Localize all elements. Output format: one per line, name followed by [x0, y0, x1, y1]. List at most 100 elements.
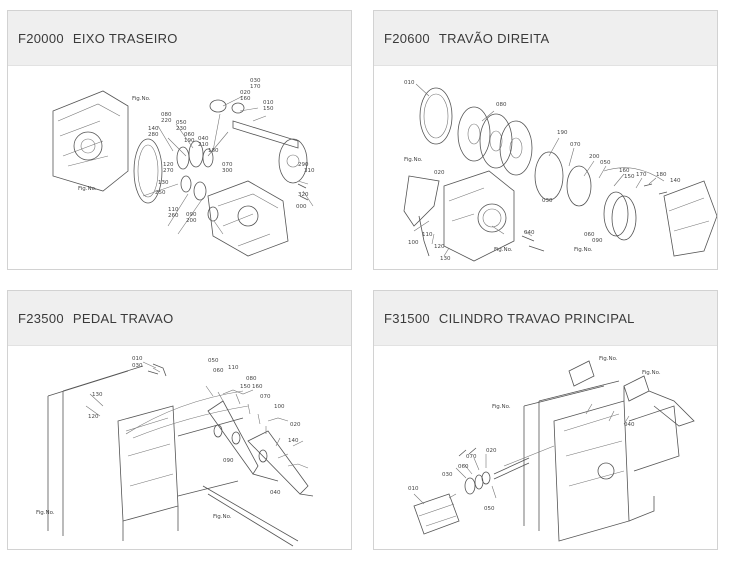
callout-label: 040 [624, 422, 635, 428]
callout-label: 270 [163, 168, 174, 174]
callout-label: 090 [223, 458, 234, 464]
catalog-card-eixo-traseiro[interactable]: F20000 EIXO TRASEIRO [7, 10, 352, 270]
callout-label: Fig.No. [132, 96, 151, 102]
card-header[interactable]: F23500 PEDAL TRAVAO [8, 291, 351, 346]
callout-label: 050 [208, 358, 219, 364]
callout-label: 040 [524, 230, 535, 236]
exploded-diagram: 030 170 020 160 010 150 080 220 050 230 … [52, 78, 315, 257]
card-header[interactable]: F31500 CILINDRO TRAVAO PRINCIPAL [374, 291, 717, 346]
callout-label: 090 [186, 212, 197, 218]
card-code: F31500 [384, 310, 430, 326]
callout-label: 200 [186, 218, 197, 224]
callout-label: Fig.No. [213, 514, 232, 520]
callout-label: Fig.No. [574, 247, 593, 253]
callout-label: 290 [298, 162, 309, 168]
callout-label: 300 [222, 168, 233, 174]
callout-label: 050 [600, 160, 611, 166]
callout-label: 020 [434, 170, 445, 176]
callout-label: 020 [240, 90, 251, 96]
callout-label: 070 [466, 454, 477, 460]
callout-label: 080 [161, 112, 172, 118]
callout-label: 030 [132, 363, 143, 369]
diagram-image-travao-direita[interactable]: 010 080 190 070 200 050 160 020 100 170 … [374, 66, 717, 269]
callout-label: 050 [176, 120, 187, 126]
callout-label: 100 [408, 240, 419, 246]
callout-label: 190 [184, 138, 195, 144]
callout-label: 280 [148, 132, 159, 138]
callout-label: 060 [213, 368, 224, 374]
callout-label: 190 [557, 130, 568, 136]
callout-label: Fig.No. [494, 247, 513, 253]
card-code: F20000 [18, 30, 64, 46]
callout-label: 210 [198, 142, 209, 148]
callout-label: Fig.No. [642, 370, 661, 376]
callout-label: 010 [132, 356, 143, 362]
callout-label: 100 [274, 404, 285, 410]
card-title: EIXO TRASEIRO [72, 30, 178, 46]
exploded-diagram: 010 030 050 060 110 080 150 160 070 100 … [36, 356, 314, 547]
catalog-card-pedal-travao[interactable]: F23500 PEDAL TRAVAO [7, 290, 352, 550]
callout-label: Fig.No. [36, 510, 55, 516]
callout-label: 030 [542, 198, 553, 204]
callout-label: 170 [250, 84, 261, 90]
callout-label: 110 [228, 365, 239, 371]
callout-label: 150 [240, 384, 251, 390]
callout-label: 310 [304, 168, 315, 174]
callout-label: 260 [168, 213, 179, 219]
callout-label: 150 [263, 106, 274, 112]
callout-label: 320 [298, 192, 309, 198]
callout-label: 160 [619, 168, 630, 174]
callout-label: 120 [163, 162, 174, 168]
catalog-card-travao-direita[interactable]: F20600 TRAVÃO DIREITA [373, 10, 718, 270]
callout-label: 230 [176, 126, 187, 132]
callout-label: 130 [158, 180, 169, 186]
callout-label: Fig.No. [404, 157, 423, 163]
card-code: F20600 [384, 30, 430, 46]
callout-label: 160 [252, 384, 263, 390]
callout-label: 110 [422, 232, 433, 238]
callout-label: 020 [290, 422, 301, 428]
callout-label: 140 [670, 178, 681, 184]
diagram-image-cilindro-travao[interactable]: 040 020 070 060 050 010 030 Fig.No. Fig.… [374, 346, 717, 549]
callout-label: 010 [404, 80, 415, 86]
callout-label: 080 [246, 376, 257, 382]
callout-label: 040 [270, 490, 281, 496]
callout-label: 080 [496, 102, 507, 108]
card-code: F23500 [18, 310, 64, 326]
card-title: TRAVÃO DIREITA [438, 30, 550, 46]
card-header[interactable]: F20600 TRAVÃO DIREITA [374, 11, 717, 66]
callout-label: 070 [222, 162, 233, 168]
callout-label: 130 [440, 256, 451, 262]
callout-label: 170 [636, 172, 647, 178]
callout-label: 140 [148, 126, 159, 132]
callout-label: 140 [288, 438, 299, 444]
callout-label: 180 [208, 148, 219, 154]
callout-label: 120 [434, 244, 445, 250]
callout-label: 060 [458, 464, 469, 470]
callout-label: 130 [92, 392, 103, 398]
callout-label: 020 [486, 448, 497, 454]
callout-label: 010 [408, 486, 419, 492]
callout-label: 150 [624, 174, 635, 180]
callout-label: 050 [484, 506, 495, 512]
callout-label: 030 [250, 78, 261, 84]
callout-label: 180 [656, 172, 667, 178]
callout-label: 060 [184, 132, 195, 138]
catalog-card-cilindro-travao-principal[interactable]: F31500 CILINDRO TRAVAO PRINCIPAL [373, 290, 718, 550]
callout-label: Fig.No. [78, 186, 97, 192]
callout-label: 070 [260, 394, 271, 400]
callout-label: 030 [442, 472, 453, 478]
card-header[interactable]: F20000 EIXO TRASEIRO [8, 11, 351, 66]
callout-label: 250 [155, 190, 166, 196]
exploded-diagram: 010 080 190 070 200 050 160 020 100 170 … [403, 80, 717, 262]
diagram-image-pedal-travao[interactable]: 010 030 050 060 110 080 150 160 070 100 … [8, 346, 351, 549]
card-title: PEDAL TRAVAO [72, 310, 174, 326]
exploded-diagram: 040 020 070 060 050 010 030 Fig.No. Fig.… [408, 356, 695, 542]
callout-label: 000 [296, 204, 307, 210]
diagram-image-eixo-traseiro[interactable]: 030 170 020 160 010 150 080 220 050 230 … [8, 66, 351, 269]
callout-label: 060 [584, 232, 595, 238]
callout-label: 010 [263, 100, 274, 106]
callout-label: 040 [198, 136, 209, 142]
callout-label: 120 [88, 414, 99, 420]
callout-label: 110 [168, 207, 179, 213]
